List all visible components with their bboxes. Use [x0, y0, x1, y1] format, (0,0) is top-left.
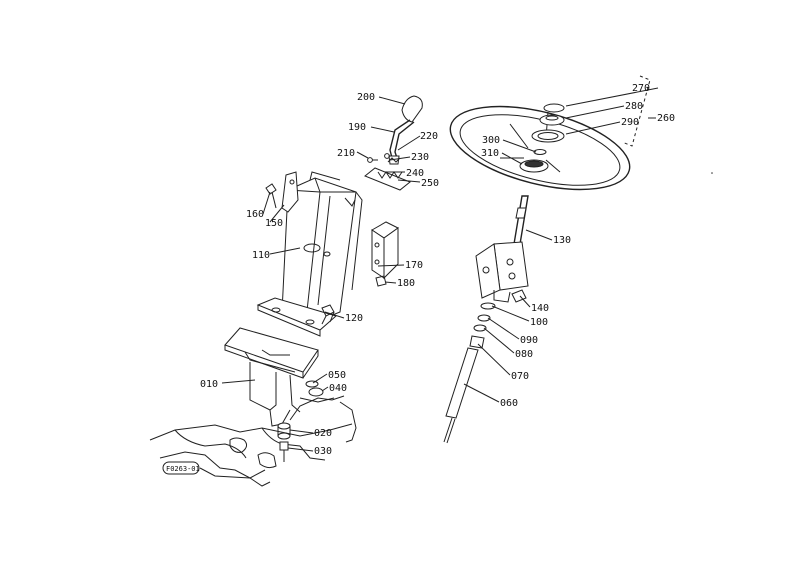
part-200-knob — [401, 95, 423, 123]
part-050-washer — [305, 380, 319, 388]
label-020: 020 — [314, 428, 332, 439]
label-060: 060 — [500, 398, 518, 409]
drawing-number: F0263-01 — [166, 465, 200, 473]
part-070-spring — [469, 335, 485, 349]
part-010-lower-bracket — [224, 327, 319, 427]
label-240: 240 — [406, 168, 424, 179]
label-280: 280 — [625, 101, 643, 112]
part-260-steering-wheel-assy — [449, 105, 631, 191]
part-150-bracket — [281, 171, 299, 213]
label-150: 150 — [265, 218, 283, 229]
group-bracket-260 — [621, 75, 651, 147]
part-290-ring — [531, 129, 565, 143]
part-080-collar — [473, 324, 487, 332]
label-180: 180 — [397, 278, 415, 289]
label-230: 230 — [411, 152, 429, 163]
part-170-switch-box — [371, 221, 399, 280]
label-010: 010 — [200, 379, 218, 390]
part-110-column-support — [256, 171, 363, 337]
label-200: 200 — [357, 92, 375, 103]
label-270: 270 — [632, 83, 650, 94]
label-070: 070 — [511, 371, 529, 382]
label-250: 250 — [421, 178, 439, 189]
label-110: 110 — [252, 250, 270, 261]
label-290: 290 — [621, 117, 639, 128]
part-030-bolt — [279, 441, 289, 462]
label-220: 220 — [420, 131, 438, 142]
label-140: 140 — [531, 303, 549, 314]
part-120-bolt — [321, 304, 335, 325]
label-260: 260 — [657, 113, 675, 124]
part-240-plate — [364, 167, 411, 191]
label-210: 210 — [337, 148, 355, 159]
part-090-bearing — [477, 314, 491, 322]
stray-dot — [711, 172, 713, 174]
part-020-collar — [277, 422, 291, 440]
floor-frame — [149, 395, 357, 487]
label-310: 310 — [481, 148, 499, 159]
label-100: 100 — [530, 317, 548, 328]
drawing-stamp: F0263-01 — [162, 461, 200, 475]
label-190: 190 — [348, 122, 366, 133]
label-300: 300 — [482, 135, 500, 146]
part-180-screw — [375, 275, 387, 287]
part-060-shaft — [443, 347, 479, 444]
label-090: 090 — [520, 335, 538, 346]
label-030: 030 — [314, 446, 332, 457]
part-270-cap — [543, 103, 565, 113]
part-250-spring — [377, 171, 403, 179]
label-170: 170 — [405, 260, 423, 271]
part-300-hub — [533, 149, 547, 155]
label-050: 050 — [328, 370, 346, 381]
part-040-bushing — [299, 387, 335, 403]
part-310-hub-plate — [519, 159, 549, 173]
label-080: 080 — [515, 349, 533, 360]
label-160: 160 — [246, 209, 264, 220]
leader-lines — [221, 87, 659, 452]
label-120: 120 — [345, 313, 363, 324]
part-230-washer — [384, 153, 390, 159]
part-210-pin — [367, 157, 378, 163]
part-280-nut — [539, 114, 565, 126]
label-130: 130 — [553, 235, 571, 246]
part-160-bolt — [265, 183, 277, 209]
part-140-bolt — [511, 289, 527, 303]
part-130-steering-column — [475, 195, 529, 303]
label-040: 040 — [329, 383, 347, 394]
part-100-seal — [480, 302, 496, 310]
